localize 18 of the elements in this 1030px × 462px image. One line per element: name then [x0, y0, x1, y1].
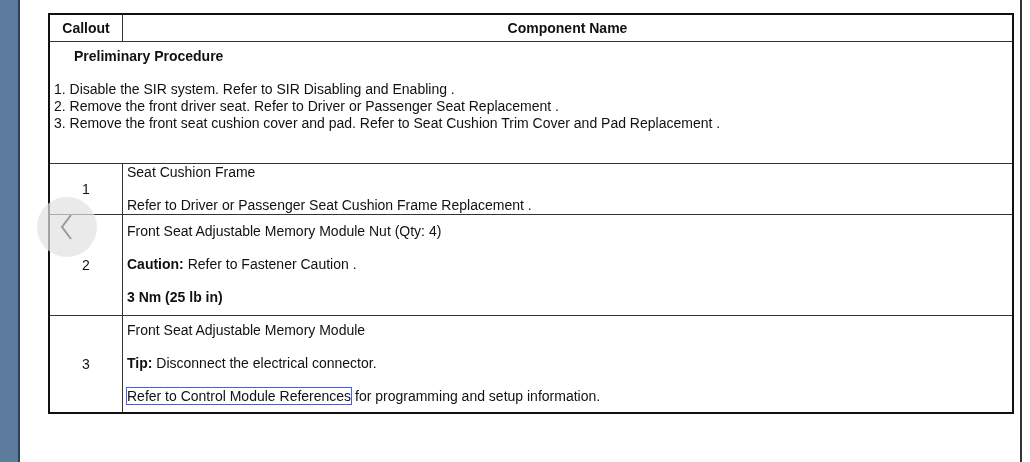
torque-spec: 3 Nm (25 lb in): [127, 289, 223, 305]
reference-note: for programming and setup information.: [355, 388, 601, 405]
column-header: Callout: [62, 19, 110, 36]
callout-number: 3: [82, 355, 90, 372]
tip-note: Tip: Disconnect the electrical connector.: [127, 355, 377, 372]
reference-note: Refer to Driver or Passenger Seat Cushion Frame Replacement .: [127, 196, 532, 213]
procedure-step: 2. Remove the front driver seat. Refer to Driver or Passenger Seat Replacement .: [54, 97, 559, 114]
column-header: Component Name: [507, 19, 628, 36]
section-heading: Preliminary Procedure: [74, 47, 224, 64]
reference-link: Refer to Control Module References: [127, 388, 352, 405]
caution-note: Caution: Refer to Fastener Caution .: [127, 256, 357, 272]
component-name: Front Seat Adjustable Memory Module Nut (Qty: 4): [127, 223, 442, 239]
procedure-step: 1. Disable the SIR system. Refer to SIR Disabling and Enabling .: [54, 80, 455, 97]
callout-number: 2: [82, 256, 90, 273]
component-name: Seat Cushion Frame: [127, 163, 256, 180]
callout-number: 1: [82, 180, 90, 197]
component-name: Front Seat Adjustable Memory Module: [127, 322, 366, 339]
procedure-step: 3. Remove the front seat cushion cover and pad. Refer to Seat Cushion Trim Cover and Pad Replacement .: [54, 114, 721, 131]
